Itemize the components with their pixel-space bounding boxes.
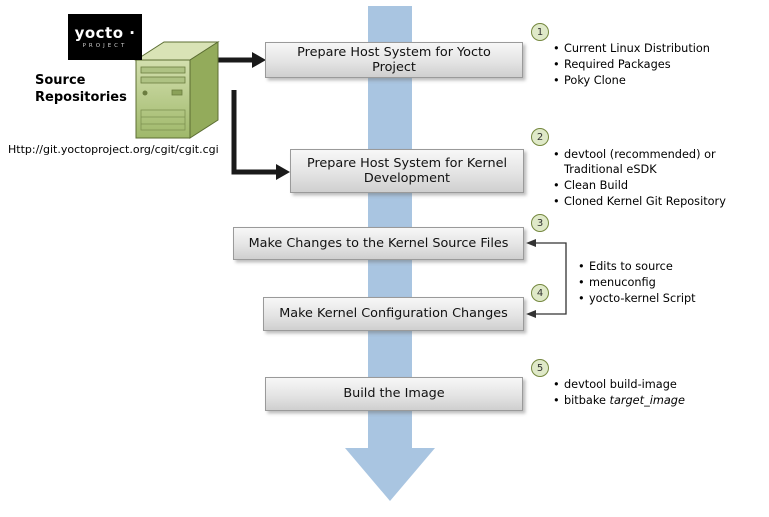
bullet-item: Clean Build (552, 178, 737, 193)
bracket-steps-3-4 (526, 239, 567, 318)
bitbake-prefix: bitbake (564, 394, 610, 407)
bullet-item: yocto-kernel Script (577, 291, 752, 306)
yocto-logo-text: yocto · (74, 24, 136, 42)
bullet-item: menuconfig (577, 275, 752, 290)
step-box-label: Build the Image (343, 386, 445, 402)
step-box-build-image: Build the Image (265, 377, 523, 411)
step-number-2: 2 (531, 128, 549, 146)
bullet-list-step2: devtool (recommended) or Traditional eSD… (552, 147, 737, 210)
yocto-logo: yocto · PROJECT (68, 14, 142, 60)
bullet-item: devtool (recommended) or Traditional eSD… (552, 147, 737, 177)
step-box-label: Prepare Host System for Yocto Project (297, 44, 491, 76)
bullet-item: Poky Clone (552, 73, 757, 88)
bullet-item: Edits to source (577, 259, 752, 274)
step-box-label: Prepare Host System for Kernel Developme… (306, 155, 508, 187)
step-number-3: 3 (531, 214, 549, 232)
bullet-item: Cloned Kernel Git Repository (552, 194, 737, 209)
source-repositories-label: Source Repositories (35, 73, 127, 105)
step-number-5: 5 (531, 359, 549, 377)
step-box-label: Make Kernel Configuration Changes (279, 306, 508, 322)
bullet-item: bitbake target_image (552, 393, 752, 408)
step-box-make-source-changes: Make Changes to the Kernel Source Files (233, 227, 524, 260)
step-number-1: 1 (531, 23, 549, 41)
connector-arrow-to-step1 (218, 52, 266, 68)
source-repositories-url: Http://git.yoctoproject.org/cgit/cgit.cg… (8, 143, 219, 156)
bullet-item: Required Packages (552, 57, 757, 72)
bullet-list-steps-3-4: Edits to source menuconfig yocto-kernel … (577, 259, 752, 307)
yocto-logo-tagline: PROJECT (82, 43, 128, 49)
connector-arrow-to-step2 (231, 90, 290, 180)
bullet-list-step5: devtool build-image bitbake target_image (552, 377, 752, 409)
bitbake-target-image: target_image (609, 394, 685, 407)
step-box-prepare-host-kernel: Prepare Host System for Kernel Developme… (290, 149, 524, 193)
step-box-label: Make Changes to the Kernel Source Files (248, 235, 509, 251)
step-number-4: 4 (531, 284, 549, 302)
bullet-item: devtool build-image (552, 377, 752, 392)
step-box-make-config-changes: Make Kernel Configuration Changes (263, 297, 524, 331)
bullet-item: Current Linux Distribution (552, 41, 757, 56)
step-box-prepare-host-yocto: Prepare Host System for Yocto Project (265, 42, 523, 78)
bullet-list-step1: Current Linux Distribution Required Pack… (552, 41, 757, 89)
server-icon (134, 41, 220, 139)
